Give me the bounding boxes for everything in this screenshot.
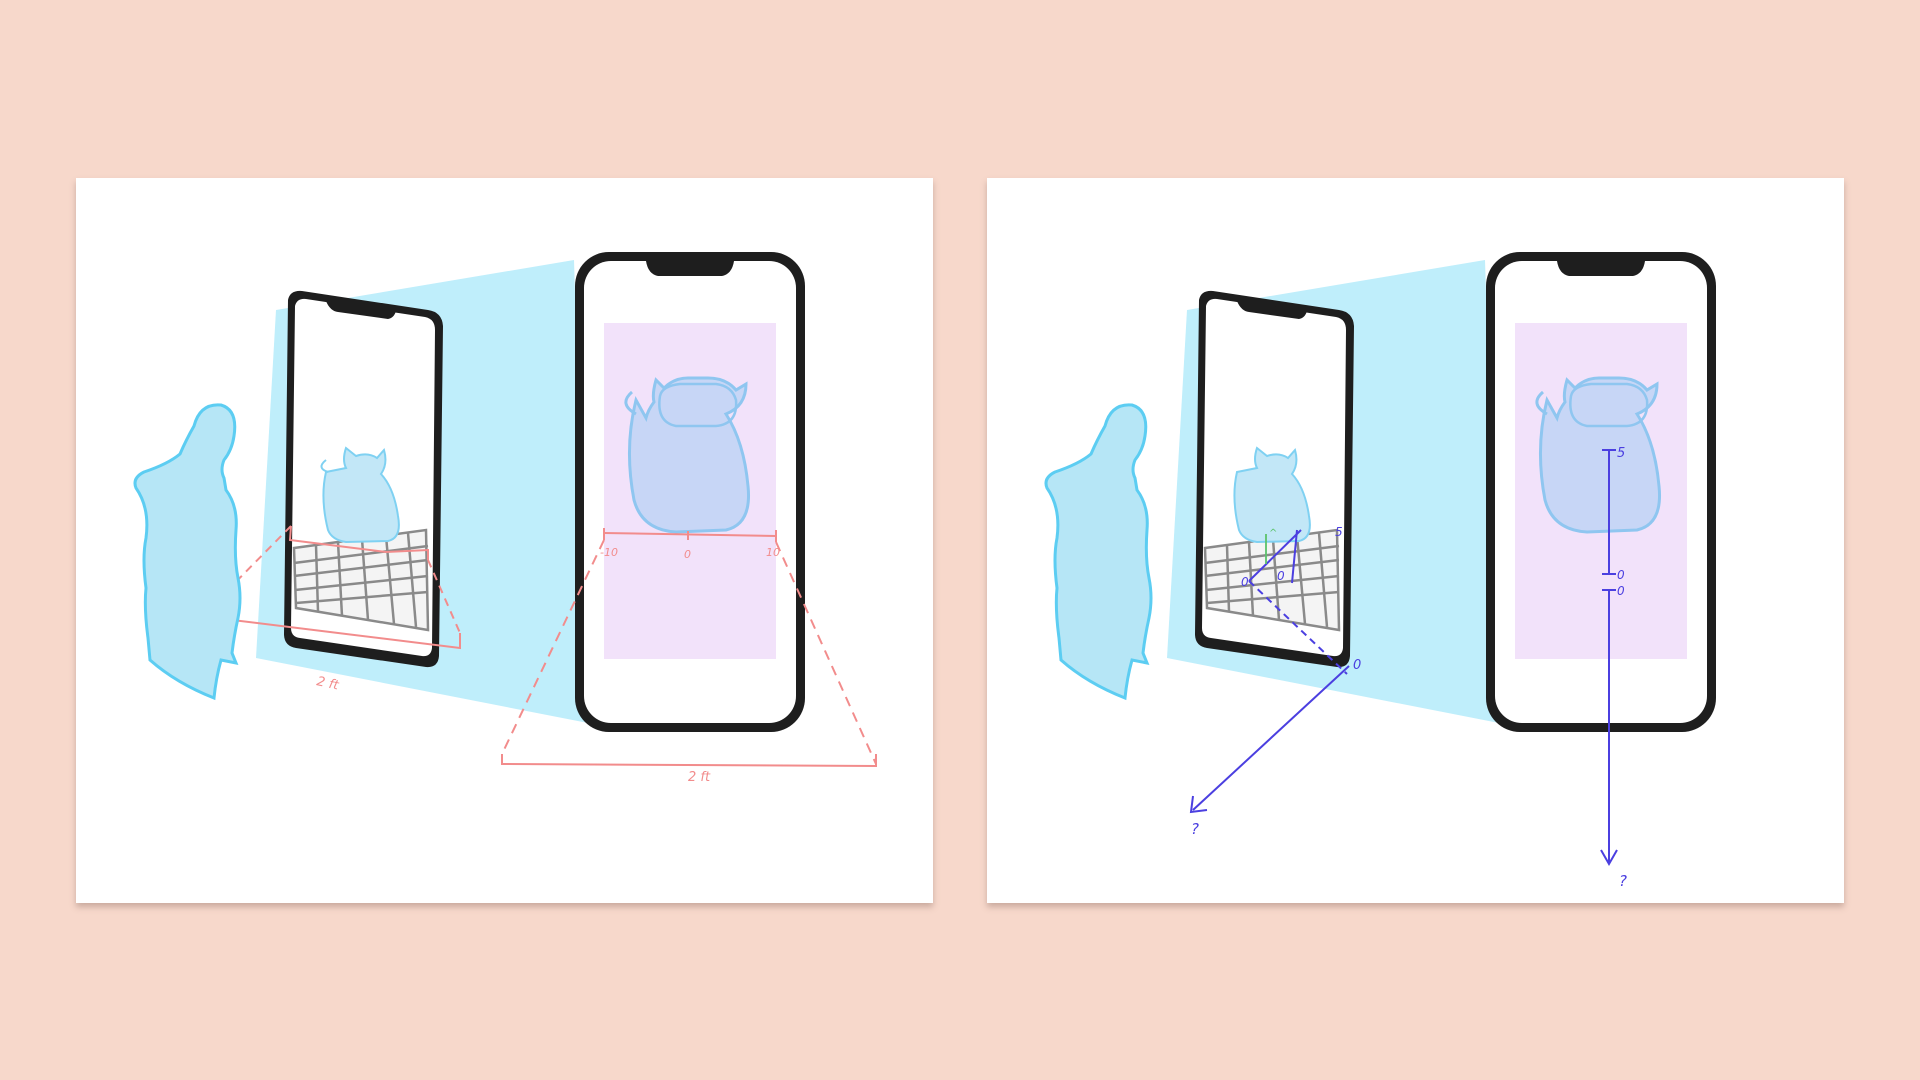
small-origin-b: 0 bbox=[1277, 569, 1285, 583]
small-phone: ^ 0 0 5 bbox=[1195, 290, 1354, 675]
left-diagram: 2 ft -10 0 10 bbox=[133, 252, 877, 785]
big-axis-unknown: ? bbox=[1619, 872, 1627, 890]
person-silhouette-icon bbox=[133, 403, 242, 701]
floor-grid bbox=[1203, 528, 1341, 632]
person-silhouette-icon bbox=[1044, 403, 1153, 701]
cat-silhouette-icon bbox=[1535, 376, 1662, 534]
floor-axis bbox=[1189, 665, 1350, 814]
big-axis-zero-b: 0 bbox=[1617, 584, 1625, 598]
big-phone-axis bbox=[1600, 449, 1618, 867]
cat-small bbox=[1233, 446, 1311, 544]
big-axis-zero-a: 0 bbox=[1617, 568, 1625, 582]
small-up-label: ^ bbox=[1269, 528, 1277, 539]
small-top-value: 5 bbox=[1335, 525, 1343, 539]
right-diagram: ^ 0 0 5 0 ? bbox=[1044, 252, 1716, 890]
small-phone-axes bbox=[1248, 529, 1348, 675]
right-diagram-panel: ^ 0 0 5 0 ? bbox=[987, 178, 1844, 903]
big-phone bbox=[1486, 252, 1716, 732]
floor-unknown: ? bbox=[1191, 820, 1199, 838]
small-origin-a: 0 bbox=[1241, 575, 1249, 589]
left-diagram-panel: 2 ft -10 0 10 bbox=[76, 178, 933, 903]
floor-origin: 0 bbox=[1353, 658, 1361, 673]
big-axis-top: 5 bbox=[1617, 446, 1625, 461]
tick-neg: -10 bbox=[600, 546, 618, 559]
big-phone: -10 0 10 bbox=[575, 252, 805, 732]
distance-label-phone: 2 ft bbox=[688, 770, 711, 785]
axis-ruler bbox=[603, 528, 777, 542]
measure-big-phone bbox=[501, 539, 877, 768]
cat-silhouette-icon bbox=[624, 376, 751, 534]
cat-small bbox=[320, 446, 400, 544]
distance-label-person: 2 ft bbox=[315, 674, 341, 693]
small-phone bbox=[284, 290, 443, 668]
tick-pos: 10 bbox=[766, 546, 780, 559]
floor-grid bbox=[292, 528, 430, 632]
tick-zero: 0 bbox=[684, 548, 691, 561]
